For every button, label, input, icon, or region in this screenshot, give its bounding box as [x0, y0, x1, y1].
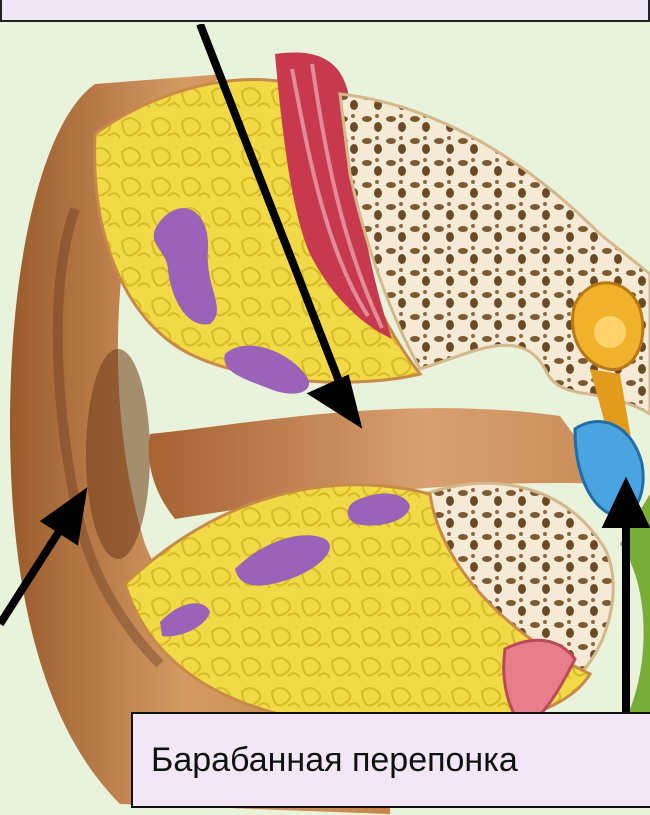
eardrum-caption: Барабанная перепонка [131, 712, 650, 808]
top-label-box [0, 0, 650, 22]
ear-cross-section-illustration [0, 24, 650, 815]
